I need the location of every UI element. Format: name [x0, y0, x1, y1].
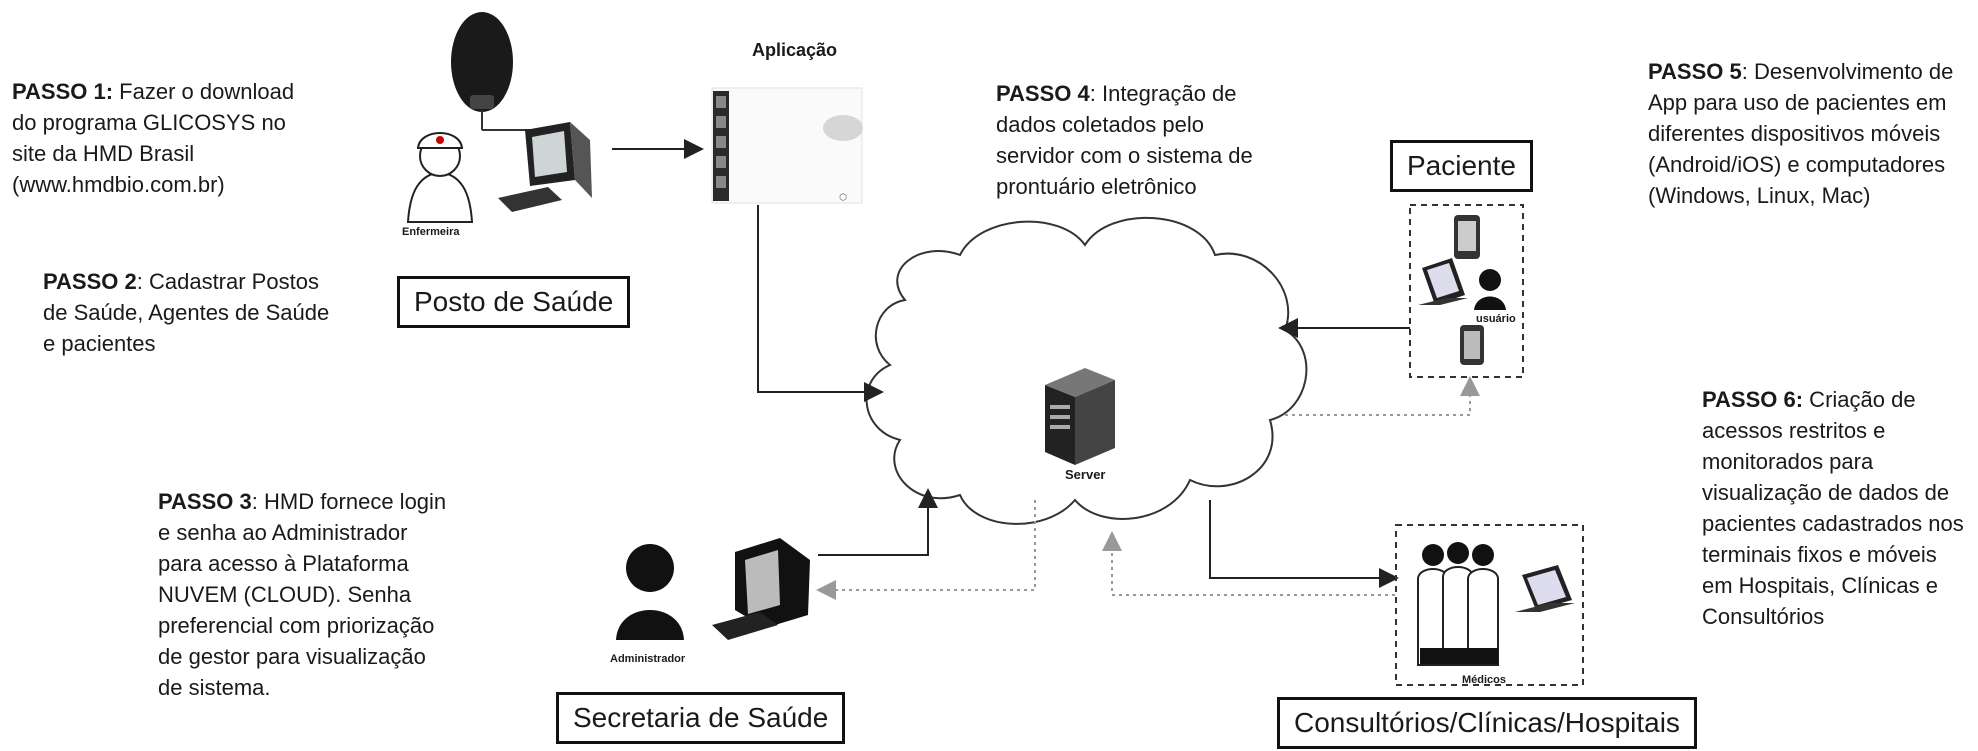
- caption-server: Server: [1065, 467, 1106, 482]
- phone-icon: [1454, 215, 1480, 259]
- step-2-text: : Cadastrar Postos de Saúde, Agentes de …: [43, 269, 330, 356]
- step-6-label: PASSO 6:: [1702, 387, 1804, 412]
- step-3-text: : HMD fornece login e senha ao Administr…: [158, 489, 447, 700]
- dotted-cloud-to-admin: [816, 500, 1036, 600]
- step-2: PASSO 2: Cadastrar Postos de Saúde, Agen…: [43, 266, 333, 359]
- dotted-cloud-to-paciente: [1285, 376, 1480, 416]
- step-4-text: : Integração de dados coletados pelo ser…: [996, 81, 1253, 199]
- step-1: PASSO 1: Fazer o download do programa GL…: [12, 76, 312, 200]
- step-5: PASSO 5: Desenvolvimento de App para uso…: [1648, 56, 1973, 211]
- step-3-label: PASSO 3: [158, 489, 252, 514]
- tablet-icon: [1460, 325, 1484, 365]
- arrow-cloud-to-medicos: [1209, 500, 1399, 588]
- caption-enfermeira: Enfermeira: [402, 226, 460, 238]
- user-icon: [1474, 269, 1506, 310]
- app-screenshot: ⬡: [711, 87, 863, 204]
- step-1-text: Fazer o download do programa GLICOSYS no…: [12, 79, 295, 197]
- medicos-frame: [1395, 524, 1584, 686]
- box-secretaria-de-saude: Secretaria de Saúde: [556, 692, 846, 744]
- box-posto-de-saude: Posto de Saúde: [397, 276, 631, 328]
- step-1-label: PASSO 1:: [12, 79, 114, 104]
- step-6: PASSO 6: Criação de acessos restritos e …: [1702, 384, 1972, 632]
- svg-text:⬡: ⬡: [839, 192, 847, 202]
- computer-posto-icon: [498, 122, 592, 212]
- dotted-medicos-to-cloud: [1102, 531, 1395, 596]
- step-6-text: Criação de acessos restritos e monitorad…: [1702, 387, 1964, 629]
- step-5-text: : Desenvolvimento de App para uso de pac…: [1648, 59, 1954, 208]
- laptop-medicos-icon: [1515, 565, 1575, 612]
- box-consultorios: Consultórios/Clínicas/Hospitais: [1277, 697, 1697, 749]
- administrator-icon: [616, 544, 684, 640]
- box-paciente: Paciente: [1390, 140, 1533, 192]
- nurse-icon: [406, 132, 474, 223]
- glucometer-icon: [451, 12, 530, 131]
- arrow-app-to-cloud: [757, 205, 884, 402]
- paciente-devices-frame: [1409, 204, 1524, 378]
- step-5-label: PASSO 5: [1648, 59, 1742, 84]
- step-2-label: PASSO 2: [43, 269, 137, 294]
- caption-administrador: Administrador: [610, 653, 686, 665]
- step-3: PASSO 3: HMD fornece login e senha ao Ad…: [158, 486, 453, 703]
- caption-usuario: usuário: [1476, 313, 1516, 325]
- laptop-paciente-icon: [1418, 258, 1468, 305]
- computer-admin-icon: [712, 538, 810, 640]
- step-4: PASSO 4: Integração de dados coletados p…: [996, 78, 1286, 202]
- arrow-admin-to-cloud: [818, 488, 938, 556]
- caption-aplicacao: Aplicação: [752, 40, 838, 60]
- step-4-label: PASSO 4: [996, 81, 1090, 106]
- doctors-icon: [1417, 542, 1499, 666]
- server-icon: [1045, 368, 1115, 465]
- caption-medicos: Médicos: [1462, 674, 1507, 686]
